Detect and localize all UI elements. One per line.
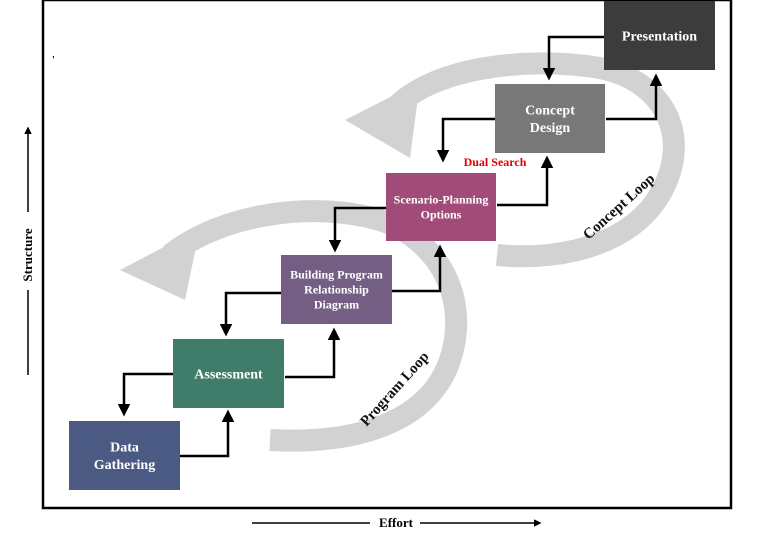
- down-arrow-2: [219, 291, 281, 337]
- up-arrow-4: [497, 155, 554, 207]
- down-arrow-5: [542, 35, 604, 81]
- step-box-scenario-planning: [386, 173, 496, 241]
- concept-loop-band: [386, 52, 685, 268]
- step-label-assessment-line-1: Assessment: [194, 367, 263, 382]
- down-arrow-1: [117, 372, 173, 417]
- diagram-frame: [41, 0, 733, 510]
- up-arrow-5: [606, 73, 663, 121]
- step-box-assessment: [173, 339, 284, 408]
- program-loop-band: [163, 200, 468, 452]
- step-assessment: Assessment: [173, 339, 284, 408]
- step-label-concept-design-line-2: Design: [530, 121, 571, 136]
- step-box-building-program: [281, 255, 392, 324]
- step-label-building-program-line-3: Diagram: [314, 298, 359, 312]
- step-connectors: [117, 35, 663, 458]
- down-arrow-4: [436, 117, 495, 163]
- program-loop-arrowhead: [120, 228, 200, 300]
- step-box-presentation: [604, 1, 715, 70]
- step-label-data-gathering-line-2: Gathering: [94, 458, 155, 473]
- step-box-concept-design: [495, 84, 605, 153]
- step-label-scenario-planning-line-2: Options: [421, 208, 462, 222]
- up-arrow-2: [285, 327, 341, 379]
- step-label-building-program-line-2: Relationship: [304, 283, 369, 297]
- down-arrow-3: [328, 206, 386, 253]
- step-label-scenario-planning-line-1: Scenario-Planning: [394, 193, 489, 207]
- step-label-presentation-line-1: Presentation: [622, 29, 697, 44]
- step-label-concept-design-line-1: Concept: [525, 104, 575, 119]
- effort-axis-label: Effort: [379, 515, 414, 530]
- structure-axis-label: Structure: [20, 228, 35, 281]
- dual-search-label: Dual Search: [464, 155, 527, 169]
- stray-mark: ': [52, 55, 55, 66]
- up-arrow-3: [392, 244, 447, 293]
- step-presentation: Presentation: [604, 1, 715, 70]
- loop-arrows: [120, 52, 685, 452]
- step-box-data-gathering: [69, 421, 180, 490]
- up-arrow-1: [180, 409, 235, 458]
- step-label-data-gathering-line-1: Data: [110, 441, 139, 456]
- step-label-building-program-line-1: Building Program: [290, 268, 383, 282]
- concept-loop-arrowhead: [345, 82, 420, 158]
